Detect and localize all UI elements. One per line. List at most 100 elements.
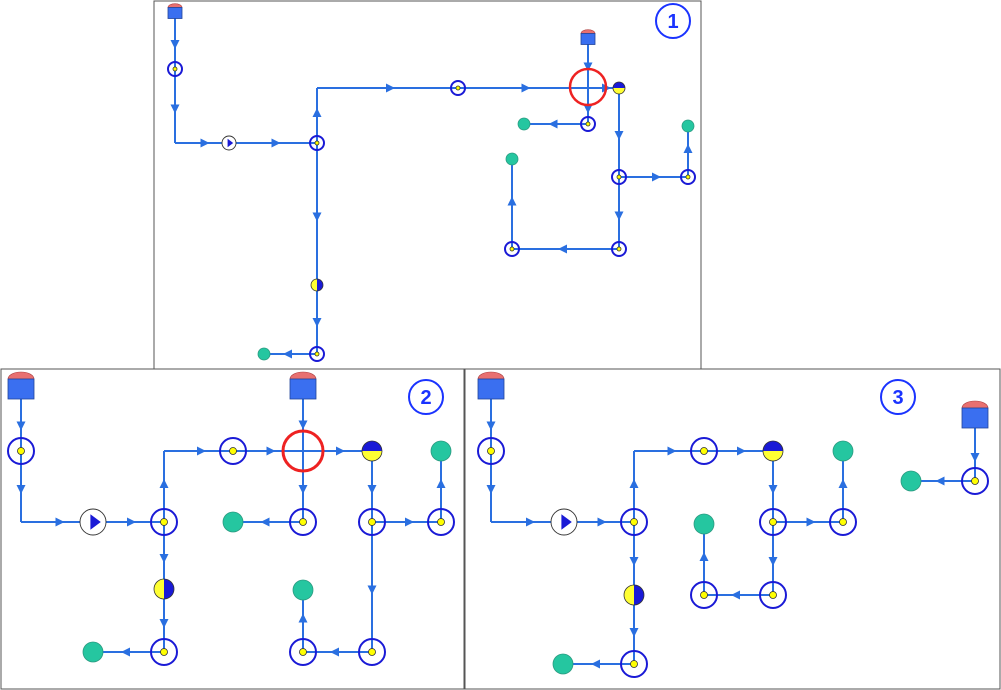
junction-ring [680, 169, 696, 185]
panel-3: 3 [477, 371, 989, 678]
junction-dot [455, 85, 461, 91]
panel-1-frame [153, 0, 702, 374]
junction-dot [368, 518, 376, 526]
valve-half-light [311, 279, 317, 291]
outlet-icon [681, 119, 695, 133]
junction-ring [7, 437, 35, 465]
valve-outline [762, 440, 784, 462]
junction-node [309, 135, 325, 151]
outlet-icon [430, 440, 452, 462]
junction-ring [961, 467, 989, 495]
junction-dot [487, 447, 495, 455]
junction-dot [314, 140, 320, 146]
outlet-icon [257, 347, 271, 361]
pump-arrow [90, 514, 101, 530]
junction-dot [17, 447, 25, 455]
valve-half-dark [613, 82, 625, 88]
junction-node [690, 437, 718, 465]
highlight-circle [281, 429, 325, 473]
junction-node [611, 241, 627, 257]
junction-dot [616, 246, 622, 252]
outlet-icon [82, 641, 104, 663]
valve-half-light [362, 451, 382, 461]
junction-dot [971, 477, 979, 485]
junction-ring [289, 638, 317, 666]
panel-1: 1 [167, 3, 696, 362]
valve-outline [153, 578, 175, 600]
reservoir-cap [477, 371, 505, 380]
panel-2: 2 [7, 371, 455, 666]
junction-node [289, 638, 317, 666]
junction-dot [769, 591, 777, 599]
junction-node [680, 169, 696, 185]
junction-node [611, 169, 627, 185]
junction-ring [450, 80, 466, 96]
junction-ring [358, 508, 386, 536]
outlet-icon [505, 152, 519, 166]
junction-node [309, 346, 325, 362]
panel-number-badge [880, 379, 916, 415]
junction-dot [769, 518, 777, 526]
panel-1-label: 1 [667, 11, 678, 33]
panel-3-label: 3 [892, 387, 903, 409]
valve-icon [762, 440, 784, 462]
junction-ring [829, 508, 857, 536]
junction-node [7, 437, 35, 465]
junction-ring [690, 581, 718, 609]
reservoir-tank [961, 407, 989, 429]
valve-half-light [763, 451, 783, 461]
valve-outline [612, 81, 626, 95]
valve-half-dark [317, 279, 323, 291]
valve-half-light [613, 88, 625, 94]
junction-node [167, 61, 183, 77]
outlet-icon [517, 117, 531, 131]
junction-node [504, 241, 520, 257]
junction-ring [289, 508, 317, 536]
reservoir-icon [289, 371, 317, 400]
pump-icon [550, 508, 578, 536]
reservoir-icon [961, 400, 989, 429]
junction-dot [229, 447, 237, 455]
junction-ring [504, 241, 520, 257]
panel-3-frame [464, 368, 1001, 690]
outlet-icon [693, 513, 715, 535]
junction-ring [620, 508, 648, 536]
valve-icon [612, 81, 626, 95]
outlet-icon [552, 653, 574, 675]
junction-node [620, 650, 648, 678]
reservoir-tank [289, 378, 317, 400]
junction-node [620, 508, 648, 536]
valve-half-dark [362, 441, 382, 451]
junction-dot [368, 648, 376, 656]
valve-icon [623, 584, 645, 606]
junction-node [477, 437, 505, 465]
junction-ring [150, 508, 178, 536]
junction-node [759, 508, 787, 536]
outlet-icon [222, 511, 244, 533]
junction-node [829, 508, 857, 536]
junction-node [358, 508, 386, 536]
reservoir-tank [7, 378, 35, 400]
junction-dot [700, 447, 708, 455]
reservoir-tank [167, 7, 183, 19]
valve-icon [310, 278, 324, 292]
reservoir-cap [7, 371, 35, 380]
panel-2-label: 2 [420, 387, 431, 409]
junction-ring [620, 650, 648, 678]
reservoir-cap [961, 400, 989, 409]
junction-ring [477, 437, 505, 465]
outlet-icon [900, 470, 922, 492]
valve-icon [361, 440, 383, 462]
junction-dot [314, 351, 320, 357]
junction-dot [630, 660, 638, 668]
junction-ring [219, 437, 247, 465]
junction-ring [580, 116, 596, 132]
pump-arrow [561, 514, 572, 530]
junction-node [358, 638, 386, 666]
pump-icon [221, 135, 237, 151]
junction-dot [700, 591, 708, 599]
junction-dot [685, 174, 691, 180]
junction-ring [358, 638, 386, 666]
valve-half-dark [763, 441, 783, 451]
